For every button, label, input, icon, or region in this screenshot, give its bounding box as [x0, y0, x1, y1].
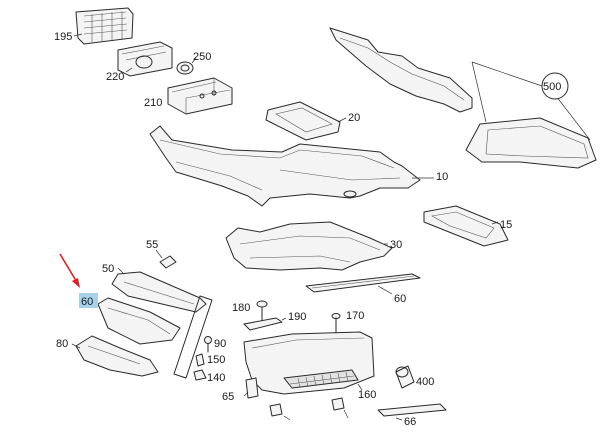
part-20[interactable] [265, 101, 341, 141]
part-90[interactable] [193, 369, 207, 381]
part-180[interactable] [256, 300, 268, 321]
part-220[interactable] [117, 41, 173, 77]
callout-15: 15 [500, 219, 512, 231]
callout-220: 220 [106, 71, 124, 83]
part-15[interactable] [423, 205, 509, 247]
part-140[interactable] [395, 365, 415, 389]
part-260[interactable] [305, 273, 421, 293]
callout-50: 50 [102, 263, 114, 275]
part-170[interactable] [331, 313, 341, 333]
part-250[interactable] [176, 61, 194, 75]
part-clip-bottom-right[interactable] [331, 397, 345, 411]
part-500-mat-front[interactable] [329, 27, 473, 113]
callout-150: 160 [358, 389, 376, 401]
part-55[interactable] [159, 255, 177, 269]
callout-190: 190 [288, 311, 306, 323]
callout-500: 500 [543, 81, 561, 93]
part-190[interactable] [243, 317, 283, 331]
callout-60-highlight [79, 293, 98, 308]
part-70[interactable] [204, 336, 212, 353]
part-60[interactable] [97, 297, 181, 345]
part-63[interactable] [75, 335, 159, 377]
callout-140: 400 [416, 376, 434, 388]
callout-260: 60 [394, 293, 406, 305]
part-80[interactable] [195, 353, 205, 367]
callout-210: 210 [144, 97, 162, 109]
part-195[interactable] [75, 7, 134, 45]
part-65-strip[interactable] [173, 295, 213, 379]
pointer-arrow-icon [59, 253, 80, 288]
callout-400: 66 [404, 416, 416, 428]
callout-90: 140 [207, 372, 225, 384]
part-10[interactable] [149, 125, 421, 207]
callout-250: 250 [193, 51, 211, 63]
part-400[interactable] [377, 403, 447, 417]
callout-20: 20 [348, 112, 360, 124]
callout-60-label: 60 [81, 296, 93, 308]
callout-80: 150 [207, 354, 225, 366]
callout-195: 195 [54, 31, 72, 43]
callout-180: 180 [232, 302, 250, 314]
callout-70: 90 [214, 338, 226, 350]
part-500-mat-rear[interactable] [465, 117, 597, 169]
part-clip-bottom-left[interactable] [269, 403, 283, 417]
callout-160: 65 [222, 391, 234, 403]
callout-63: 80 [56, 338, 68, 350]
callout-500-circle [541, 72, 569, 100]
part-160[interactable] [245, 377, 259, 399]
part-50[interactable] [111, 271, 207, 313]
callout-30: 30 [390, 239, 402, 251]
callout-10: 10 [436, 171, 448, 183]
part-30[interactable] [225, 221, 393, 271]
part-210[interactable] [167, 77, 233, 115]
callout-170: 170 [346, 310, 364, 322]
part-150[interactable] [243, 331, 375, 395]
callout-55: 55 [146, 239, 158, 251]
